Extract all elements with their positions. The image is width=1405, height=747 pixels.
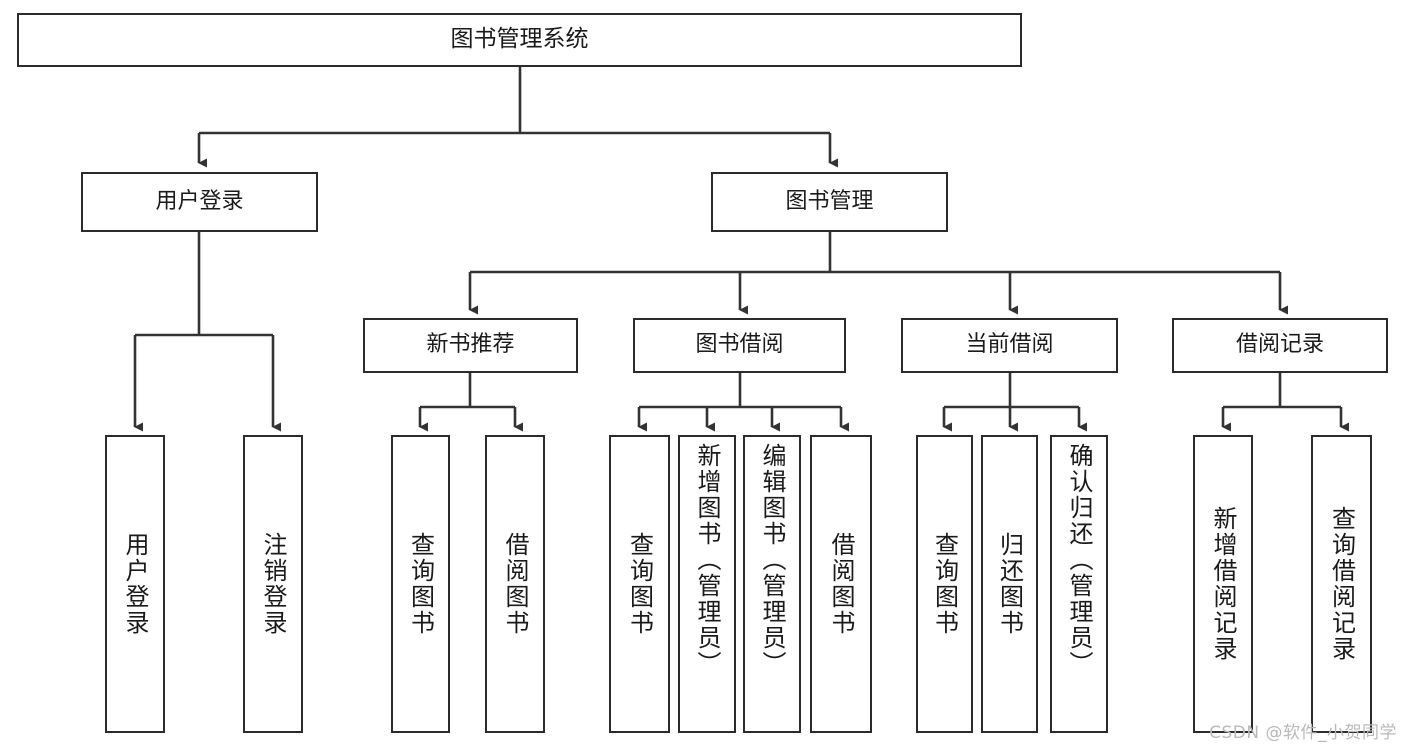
node-label: 新书推荐	[426, 332, 515, 358]
leaf-new-book-borrow[interactable]: 借阅图书	[485, 435, 545, 733]
node-label: 图书借阅	[695, 332, 784, 358]
node-label: 借阅图书	[827, 532, 855, 636]
node-label: 查询借阅记录	[1327, 506, 1356, 662]
leaf-records-add-record[interactable]: 新增借阅记录	[1193, 435, 1253, 733]
node-label: 编辑图书（管理员）	[758, 443, 786, 677]
leaf-records-query-record[interactable]: 查询借阅记录	[1311, 435, 1372, 733]
leaf-current-return-book[interactable]: 归还图书	[981, 435, 1038, 733]
node-label: 新增借阅记录	[1209, 506, 1237, 662]
leaf-new-book-query[interactable]: 查询图书	[391, 435, 450, 733]
node-label: 借阅图书	[501, 532, 529, 636]
node-label: 归还图书	[995, 532, 1024, 636]
node-new-book-recommend[interactable]: 新书推荐	[363, 318, 578, 373]
node-label: 图书管理	[785, 188, 874, 214]
node-label: 用户登录	[155, 188, 244, 214]
leaf-borrow-borrow-book[interactable]: 借阅图书	[810, 435, 872, 733]
leaf-user-login-login[interactable]: 用户登录	[105, 435, 165, 733]
node-label: 用户登录	[121, 532, 149, 636]
watermark-text: CSDN @软件_小贺同学	[1209, 723, 1397, 743]
node-borrow-records[interactable]: 借阅记录	[1172, 318, 1388, 373]
node-label: 查询图书	[406, 532, 435, 636]
node-current-borrow[interactable]: 当前借阅	[901, 318, 1118, 373]
node-label: 注销登录	[259, 532, 287, 636]
node-label: 借阅记录	[1235, 332, 1324, 358]
leaf-borrow-query-book[interactable]: 查询图书	[609, 435, 670, 733]
leaf-current-confirm-return-admin[interactable]: 确认归还（管理员）	[1050, 435, 1108, 733]
node-label: 查询图书	[625, 532, 654, 636]
leaf-current-query-book[interactable]: 查询图书	[916, 435, 973, 733]
leaf-user-login-logout[interactable]: 注销登录	[243, 435, 303, 733]
node-book-management[interactable]: 图书管理	[711, 172, 948, 232]
node-label: 确认归还（管理员）	[1065, 443, 1093, 677]
node-label: 新增图书（管理员）	[693, 443, 721, 677]
node-user-login[interactable]: 用户登录	[81, 172, 318, 232]
node-label: 图书管理系统	[450, 26, 589, 53]
node-book-borrow[interactable]: 图书借阅	[633, 318, 846, 373]
leaf-borrow-edit-book-admin[interactable]: 编辑图书（管理员）	[743, 435, 801, 733]
node-label: 查询图书	[930, 532, 959, 636]
node-root-library-system[interactable]: 图书管理系统	[17, 13, 1022, 67]
node-label: 当前借阅	[965, 332, 1054, 358]
leaf-borrow-add-book-admin[interactable]: 新增图书（管理员）	[678, 435, 736, 733]
